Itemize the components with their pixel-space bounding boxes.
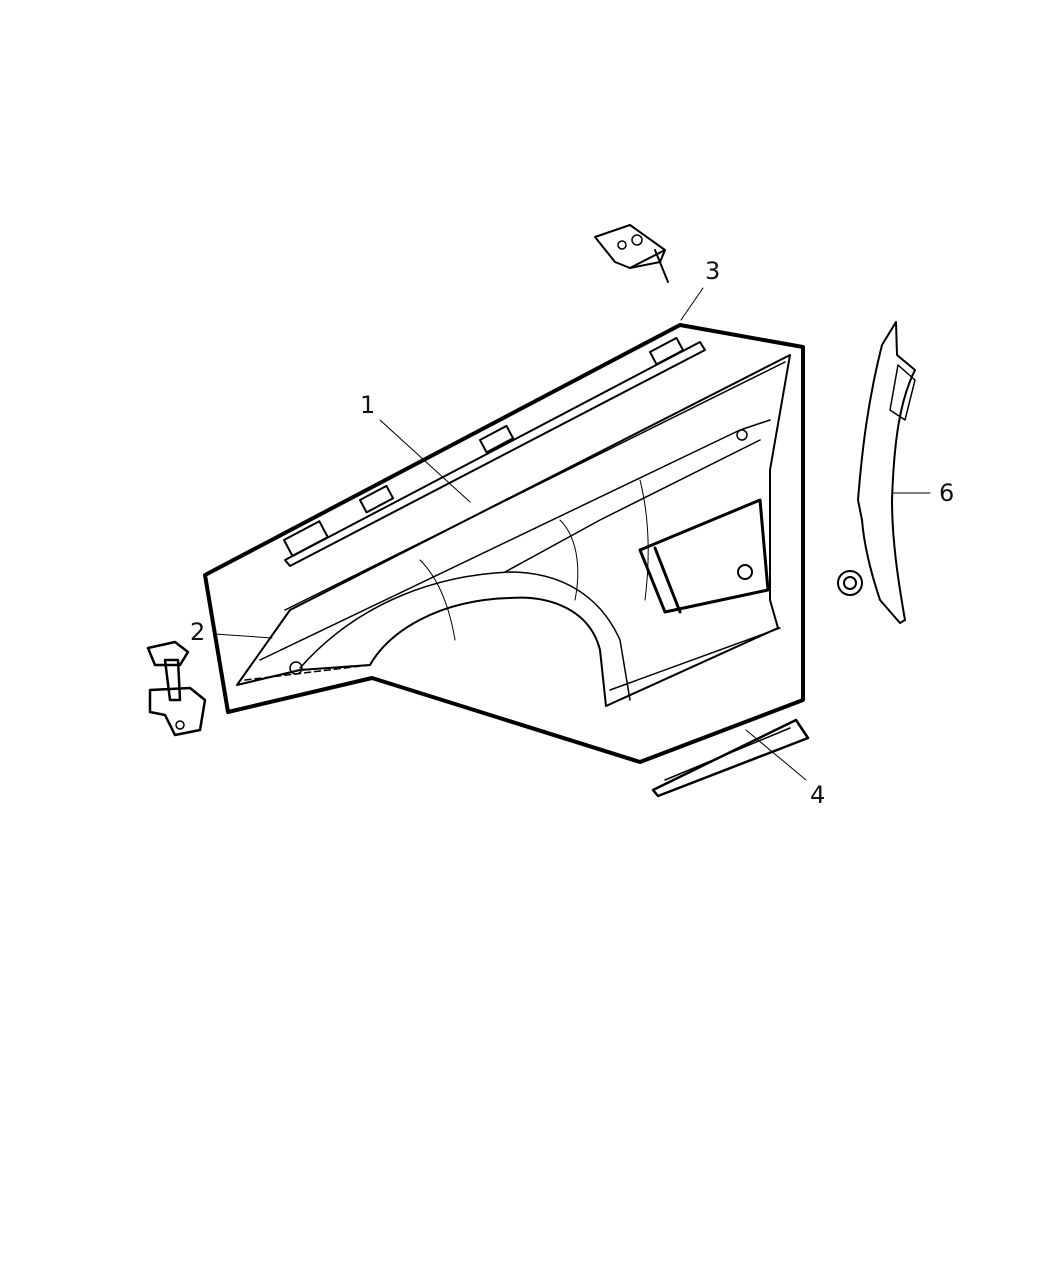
callout-1: 1 [360,391,376,419]
callout-2: 2 [190,618,206,646]
fender-lower-rail [651,718,810,798]
assembly-outline [203,323,805,764]
leader-line-1 [379,419,471,503]
leader-line-4 [745,729,807,781]
fender-rear-trim [857,321,916,624]
leader-line-2 [214,633,273,639]
leader-line-3 [680,287,704,321]
fender-upper-bracket [594,224,669,283]
fender-front-bracket [146,640,207,737]
nut-fastener [837,570,863,596]
callout-4: 4 [810,781,826,809]
fender-panel [236,336,791,707]
callout-3: 3 [705,257,721,285]
callout-6: 6 [939,479,955,507]
